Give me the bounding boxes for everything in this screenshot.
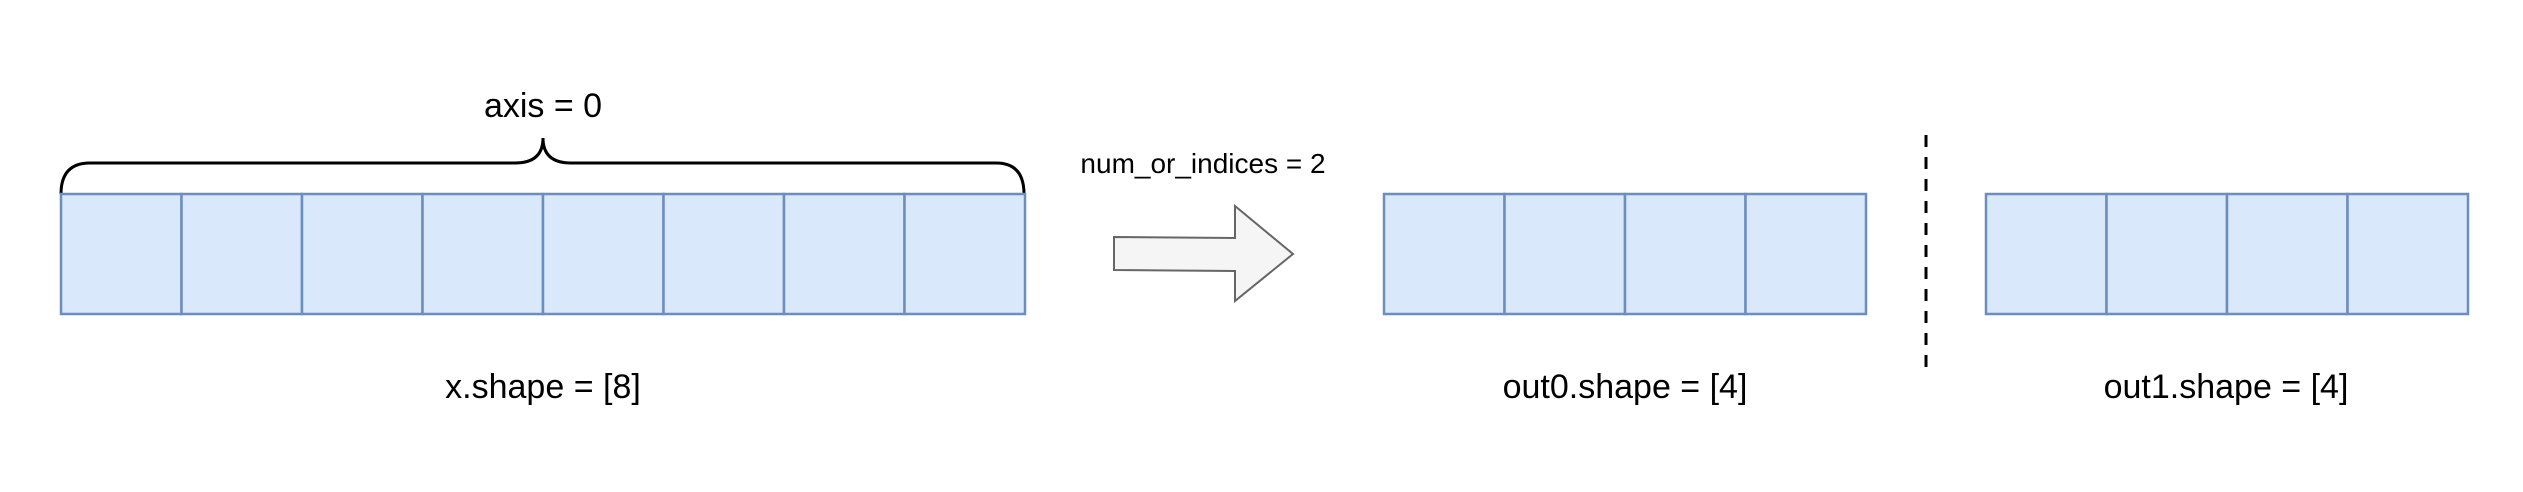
x-cell <box>541 192 665 316</box>
axis-label: axis = 0 <box>484 87 602 125</box>
out1-shape-label: out1.shape = [4] <box>2104 368 2349 406</box>
out0-cell <box>1744 192 1868 316</box>
x-cell <box>180 192 304 316</box>
out1-cell <box>2105 192 2229 316</box>
output-array-out0 <box>1382 192 1868 316</box>
out0-shape-label: out0.shape = [4] <box>1503 368 1748 406</box>
out0-cell <box>1623 192 1747 316</box>
x-cell <box>59 192 183 316</box>
x-cell <box>662 192 786 316</box>
x-cell <box>300 192 424 316</box>
axis-brace <box>59 137 1026 195</box>
out0-cell <box>1503 192 1627 316</box>
out1-cell <box>2346 192 2470 316</box>
input-array-x <box>59 192 1027 316</box>
x-cell <box>782 192 906 316</box>
x-cell <box>903 192 1027 316</box>
output-array-out1 <box>1984 192 2470 316</box>
x-cell <box>421 192 545 316</box>
out0-cell <box>1382 192 1506 316</box>
num-or-indices-label: num_or_indices = 2 <box>1080 148 1325 179</box>
out1-cell <box>2225 192 2349 316</box>
out1-cell <box>1984 192 2108 316</box>
split-arrow-icon <box>1113 203 1295 304</box>
x-shape-label: x.shape = [8] <box>445 368 641 406</box>
